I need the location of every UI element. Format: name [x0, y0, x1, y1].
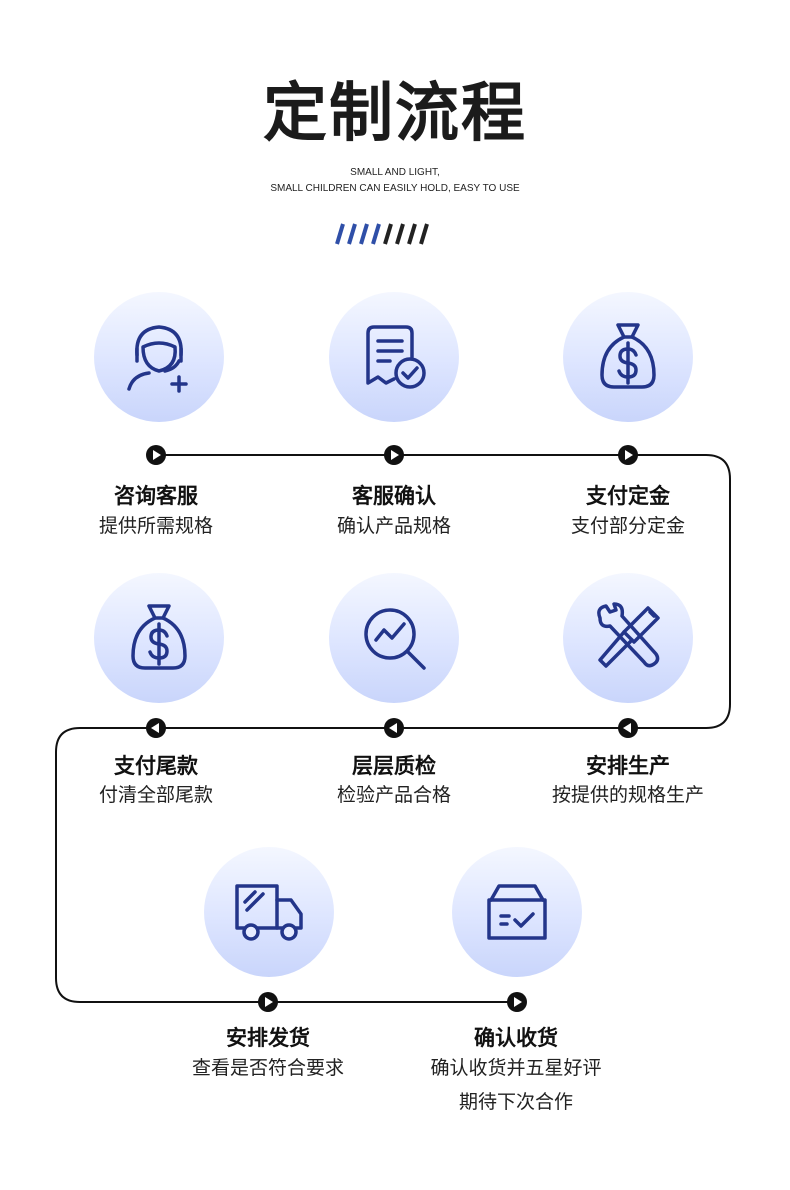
arrow-right-icon — [384, 445, 404, 465]
step-3-icon-circle — [563, 292, 693, 422]
step-6-title: 支付尾款 — [114, 754, 198, 778]
step-7-title: 安排发货 — [226, 1026, 310, 1050]
delivery-truck-icon — [235, 884, 303, 941]
step-1-desc: 提供所需规格 — [98, 515, 213, 537]
step-2-icon-circle — [329, 292, 459, 422]
step-3-desc: 支付部分定金 — [570, 515, 685, 537]
step-4-title: 安排生产 — [586, 754, 670, 778]
arrow-right-icon — [258, 992, 278, 1012]
arrow-right-icon — [618, 445, 638, 465]
step-7-desc: 查看是否符合要求 — [191, 1057, 344, 1079]
step-5-title: 层层质检 — [352, 754, 436, 778]
step-6-desc: 付清全部尾款 — [98, 784, 213, 806]
arrow-right-icon — [146, 445, 166, 465]
package-box-icon — [487, 884, 547, 940]
arrow-right-icon — [507, 992, 527, 1012]
step-4-icon-circle — [563, 573, 693, 703]
document-check-icon — [366, 325, 426, 389]
decorative-slashes — [335, 223, 429, 245]
customer-service-icon — [127, 325, 188, 393]
step-1-icon-circle — [94, 292, 224, 422]
step-2-desc: 确认产品规格 — [336, 515, 451, 537]
step-8-desc: 确认收货并五星好评 — [430, 1057, 602, 1079]
flow-arrow-markers — [146, 445, 638, 1012]
step-8-title: 确认收货 — [474, 1026, 558, 1050]
step-5-desc: 检验产品合格 — [336, 784, 451, 806]
step-3-title: 支付定金 — [586, 484, 670, 508]
step-5-icon-circle — [329, 573, 459, 703]
arrow-left-icon — [146, 718, 166, 738]
arrow-left-icon — [384, 718, 404, 738]
arrow-left-icon — [618, 718, 638, 738]
money-bag-icon — [131, 604, 187, 670]
step-1-title: 咨询客服 — [114, 484, 198, 508]
money-bag-icon — [600, 323, 656, 389]
page-title: 定制流程 — [263, 77, 527, 151]
step-7-icon-circle — [204, 847, 334, 977]
step-4-desc: 按提供的规格生产 — [551, 784, 704, 806]
step-2-title: 客服确认 — [352, 484, 436, 508]
step-8-icon-circle — [452, 847, 582, 977]
production-tools-icon — [597, 602, 660, 668]
subtitle-line-1: SMALL AND LIGHT, — [350, 167, 440, 178]
step-6-icon-circle — [94, 573, 224, 703]
step-8-desc-line-2: 期待下次合作 — [458, 1091, 573, 1113]
subtitle-line-2: SMALL CHILDREN CAN EASILY HOLD, EASY TO … — [270, 183, 520, 194]
magnifier-chart-icon — [364, 608, 426, 670]
